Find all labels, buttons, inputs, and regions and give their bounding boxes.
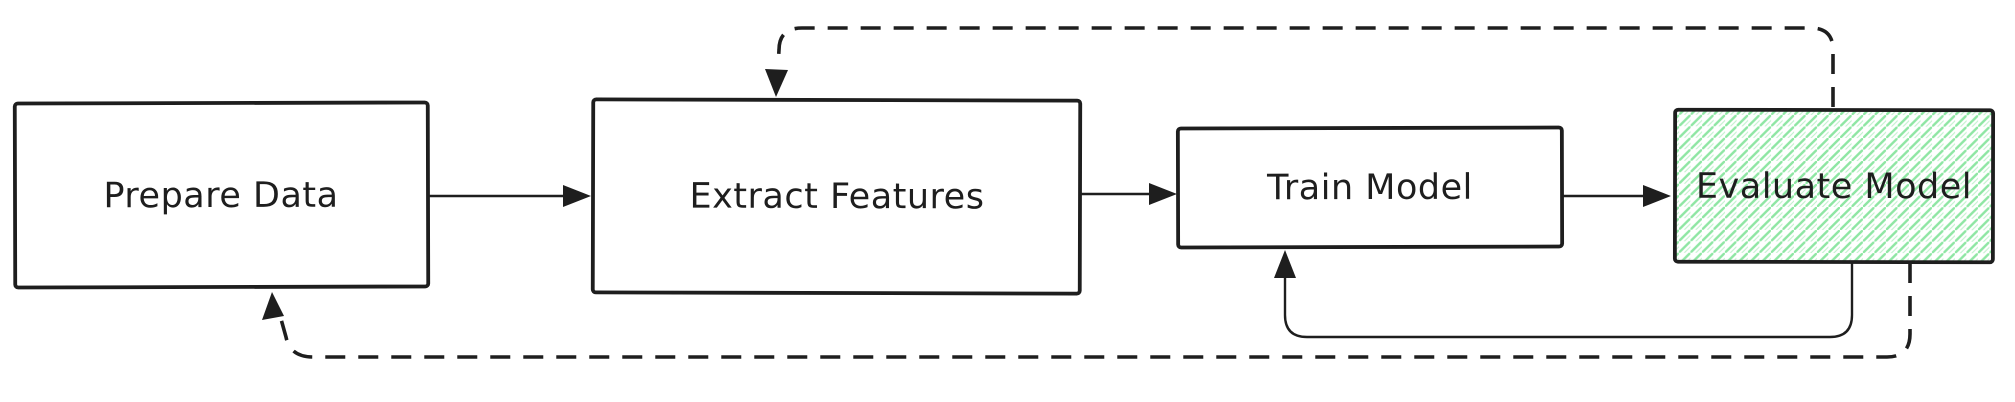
evaluate-model-label: Evaluate Model (1696, 167, 1972, 207)
train-model-box (1175, 125, 1565, 250)
connector-line (1283, 261, 1854, 339)
node-prepare-data: Prepare Data (12, 100, 431, 290)
connector-line (279, 263, 1912, 359)
connector-evaluate-to-extract-feedback (765, 26, 1835, 107)
node-evaluate-model: Evaluate Model (1672, 107, 1996, 265)
evaluate-model-box (1672, 107, 1996, 265)
connector-line (776, 26, 1835, 107)
connector-evaluate-to-train-feedback (1274, 250, 1854, 339)
connector-evaluate-to-prepare-feedback (262, 263, 1912, 359)
node-train-model: Train Model (1175, 125, 1565, 250)
prepare-data-box (12, 100, 431, 290)
extract-features-box (590, 97, 1083, 296)
arrowhead-right-icon (1643, 185, 1671, 207)
arrowhead-up-icon (1274, 250, 1296, 278)
arrowhead-down-icon (765, 69, 788, 97)
arrowhead-right-icon (1149, 183, 1177, 205)
prepare-data-label: Prepare Data (103, 176, 338, 217)
train-model-label: Train Model (1266, 168, 1473, 209)
arrowhead-right-icon (563, 185, 591, 207)
connector-extract-to-train (1079, 183, 1177, 205)
extract-features-label: Extract Features (689, 177, 984, 218)
connector-prepare-to-extract (428, 185, 591, 207)
arrowhead-up-icon (262, 292, 284, 320)
connector-train-to-evaluate (1561, 185, 1671, 207)
node-extract-features: Extract Features (590, 97, 1083, 296)
